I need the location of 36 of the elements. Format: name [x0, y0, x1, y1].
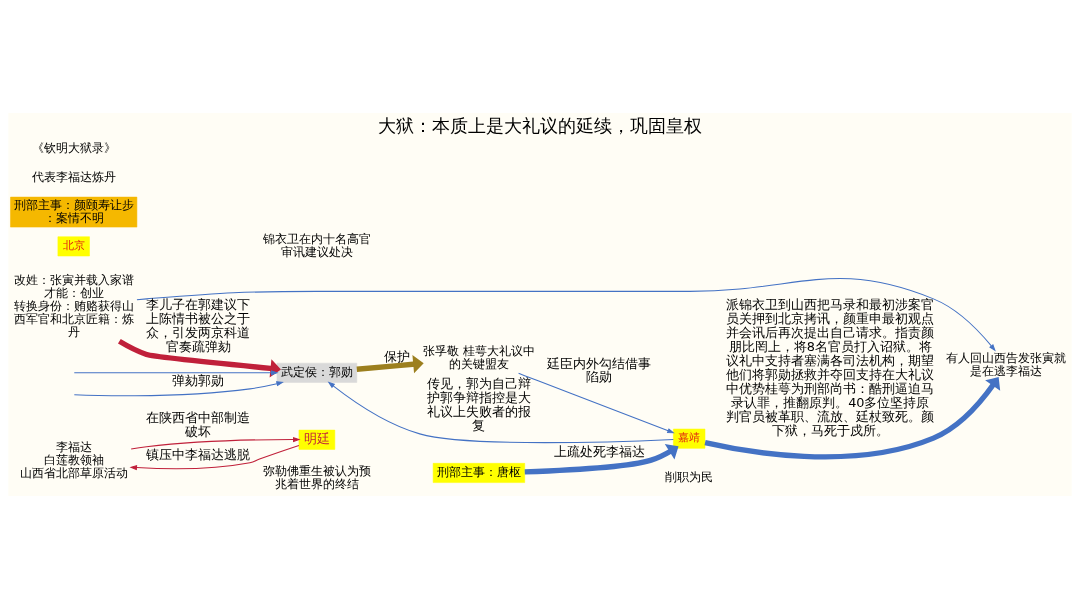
arrow: [524, 443, 679, 474]
edge-label: 在陕西省中部制造破坏: [146, 409, 251, 439]
node-box: 嘉靖: [673, 428, 706, 449]
diagram-title: 大狱：本质上是大礼议的延续，巩固皇权: [378, 114, 702, 136]
arrow: [356, 354, 424, 373]
arrow: [130, 436, 301, 449]
edge-label: 李儿子在郭建议下上陈情书被公之于众，引发两京科道官奏疏弹劾: [146, 296, 251, 354]
label: 削职为民: [665, 469, 714, 484]
edge-label: 传见，郭为自己辩护郭争辩指控是大礼议上失败者的报复: [426, 375, 531, 433]
edge-label: 镇压中李福达逃脱: [146, 446, 251, 462]
arrow: [118, 338, 281, 378]
label: 《钦明大狱录》: [31, 140, 116, 155]
arrow: [136, 277, 996, 352]
node-box: 明廷: [298, 429, 336, 450]
node-text: 改姓：张寅并载入家谱 才能：创业 转换身份：贿赂获得山西军官和北京匠籍：炼丹: [13, 272, 134, 339]
arrow: [518, 372, 675, 433]
node-text: 李福达 白莲教领袖 山西省北部草原活动: [19, 439, 128, 480]
edge-label: 弹劾郭勋: [172, 372, 225, 388]
label: 弥勒佛重生被认为预兆着世界的终结: [262, 463, 371, 491]
node-box: 武定侯：郭勋: [276, 362, 358, 383]
edge-label: 派锦衣卫到山西把马录和最初涉案官员关押到北京拷讯，颜重申最初观点并会讯后再次提出自己请求。指责颜朋比罔上，将8名官员打入诏狱。将议礼中支持者塞满各司法机构，期望他们将郭勋拯救并夺回支持在大礼议中优势桂萼为刑部尚书：酷刑逼迫马录认罪，推翻原判。40多位坚持原判官员被革职、流放、廷杖致死。颜下狱，马死于戍所。: [726, 296, 935, 438]
node-box: 北京: [57, 235, 90, 256]
arrow: [327, 380, 674, 443]
node-text: 有人回山西告发张寅就是在逃李福达: [946, 350, 1067, 378]
node-box: 刑部主事：唐枢: [432, 462, 525, 483]
arrow: [129, 444, 300, 470]
arrow: [73, 358, 281, 378]
edge-label: 保护: [383, 348, 410, 364]
arrow: [704, 376, 1001, 459]
edge-label: 廷臣内外勾结借事陷勋: [547, 355, 652, 384]
node-text: 张孚敬 桂萼大礼议中的关键盟友: [423, 343, 535, 371]
edge-label: 上疏处死李福达: [553, 443, 645, 459]
node-box: 刑部主事：颜颐寿让步：案情不明: [10, 196, 138, 227]
label: 锦衣卫在内十名高官审讯建议处决: [262, 231, 371, 259]
label: 代表李福达炼丹: [31, 169, 116, 184]
arrow: [73, 380, 284, 396]
